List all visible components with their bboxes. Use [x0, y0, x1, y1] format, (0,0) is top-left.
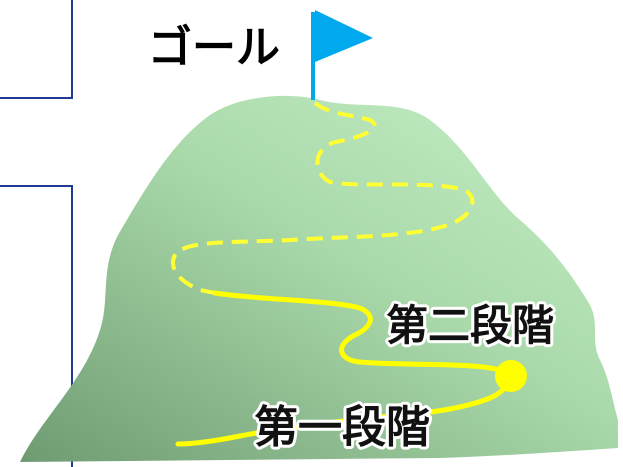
trail-dashed [171, 101, 475, 295]
flag-icon [311, 10, 373, 100]
stage-two-label: 第二段階 [386, 301, 554, 350]
mountain-shape [20, 95, 618, 462]
frame-top-bracket [0, 0, 73, 99]
frame-lines [0, 0, 73, 467]
stage-one-label: 第一段階 [254, 402, 430, 453]
goal-label: ゴール [148, 22, 280, 73]
flag-banner [315, 10, 373, 62]
frame-lower-bracket [0, 185, 73, 467]
position-marker [495, 360, 527, 392]
